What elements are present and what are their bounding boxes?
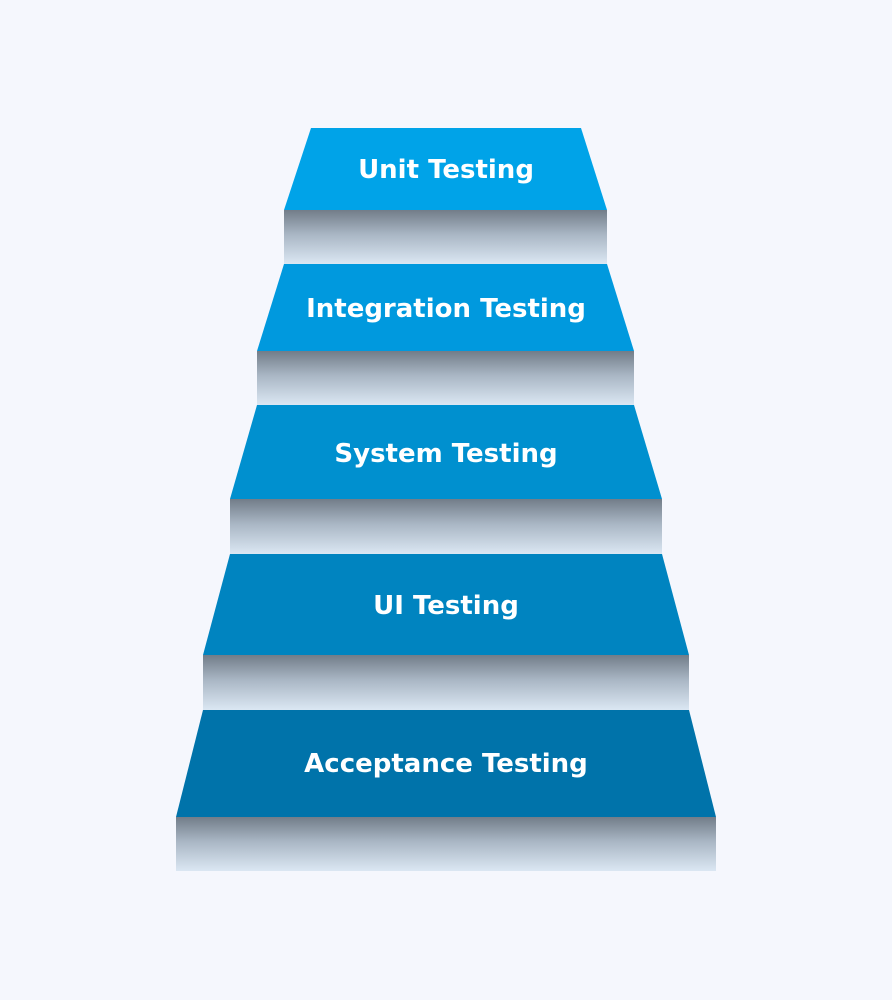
step-acceptance-testing: Acceptance Testing — [176, 710, 716, 871]
step-riser-ui-testing — [203, 655, 689, 710]
step-label-acceptance-testing: Acceptance Testing — [304, 749, 588, 779]
step-integration-testing: Integration Testing — [257, 264, 634, 405]
step-top-ui-testing — [203, 554, 689, 655]
step-top-system-testing — [230, 405, 662, 499]
step-system-testing: System Testing — [230, 405, 662, 554]
step-riser-integration-testing — [257, 351, 634, 405]
step-unit-testing: Unit Testing — [284, 128, 607, 264]
step-label-system-testing: System Testing — [334, 439, 557, 469]
step-top-integration-testing — [257, 264, 634, 351]
step-top-acceptance-testing — [176, 710, 716, 817]
step-ui-testing: UI Testing — [203, 554, 689, 710]
step-label-unit-testing: Unit Testing — [358, 155, 534, 185]
step-riser-unit-testing — [284, 210, 607, 264]
step-riser-system-testing — [230, 499, 662, 554]
step-top-unit-testing — [284, 128, 607, 210]
step-label-integration-testing: Integration Testing — [306, 294, 586, 324]
step-label-ui-testing: UI Testing — [373, 591, 519, 621]
step-riser-acceptance-testing — [176, 817, 716, 871]
